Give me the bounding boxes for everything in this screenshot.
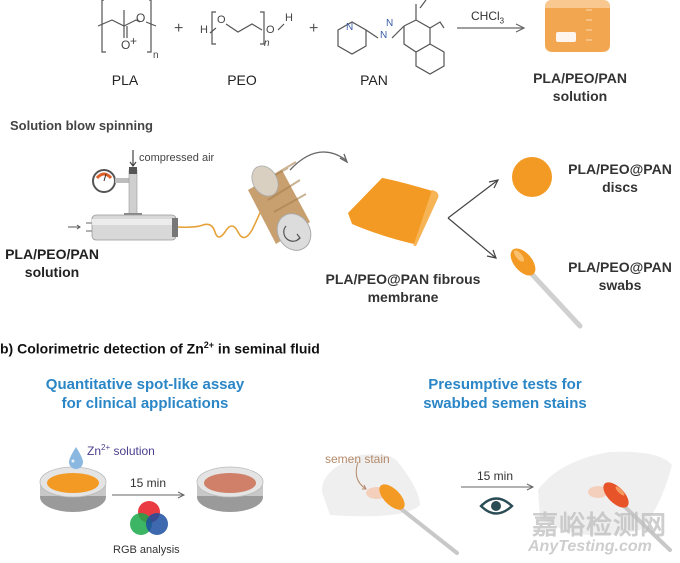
peo-subscript: n xyxy=(264,38,270,49)
peo-o-right: O xyxy=(266,24,275,36)
right-heading-line-1: Presumptive tests for xyxy=(428,376,582,393)
input-line-2: solution xyxy=(24,264,80,280)
pla-oxygen-2: O xyxy=(121,38,130,52)
swab-after xyxy=(603,482,672,552)
zn-label-sup: 2+ xyxy=(101,443,111,452)
zn-label-post: solution xyxy=(110,444,155,458)
spinning-title: Solution blow spinning xyxy=(10,118,153,133)
right-heading-line-2: swabbed semen stains xyxy=(423,395,587,412)
peo-label: PEO xyxy=(227,72,257,88)
fiber-jet xyxy=(177,207,263,239)
pla-subscript: n xyxy=(153,50,159,61)
plus-2-sign: + xyxy=(309,20,319,37)
eye-icon xyxy=(479,497,514,515)
stain-pointer-arrowhead xyxy=(362,484,367,490)
membrane-label: PLA/PEO@PAN fibrous membrane xyxy=(318,270,488,306)
section-b-title-post: in seminal fluid xyxy=(214,340,320,357)
pan-label: PAN xyxy=(360,72,388,88)
swabs-line-1: PLA/PEO@PAN xyxy=(568,259,672,275)
solvent-text: CHCl xyxy=(471,9,500,23)
pla-structure xyxy=(97,0,157,53)
time-label-left: 15 min xyxy=(130,476,167,490)
time-arrow-right xyxy=(461,483,535,491)
product-line-1: PLA/PEO/PAN xyxy=(533,70,627,86)
membrane-line-1: PLA/PEO@PAN fibrous xyxy=(325,271,481,287)
pan-n-3: N xyxy=(386,18,394,29)
pan-n-2: N xyxy=(380,30,388,41)
swabs-label: PLA/PEO@PAN swabs xyxy=(565,258,675,294)
rgb-venn-icon xyxy=(130,501,168,535)
watermark-latin: AnyTesting.com xyxy=(528,538,652,555)
rgb-analysis-label: RGB analysis xyxy=(113,544,180,556)
swab-icon xyxy=(510,248,583,329)
petri-dish-after xyxy=(196,466,264,512)
plus-1: + xyxy=(130,34,138,48)
left-heading-line-1: Quantitative spot-like assay xyxy=(45,376,245,393)
pla-oxygen-1: O xyxy=(136,11,145,25)
air-arrow-icon xyxy=(129,150,137,167)
section-b-title-sup: 2+ xyxy=(203,340,215,350)
spinning-apparatus xyxy=(86,167,178,241)
branch-arrows xyxy=(447,179,500,259)
pla-label: PLA xyxy=(111,72,139,88)
compressed-air-label: compressed air xyxy=(139,152,215,164)
curve-arrow-icon xyxy=(289,151,347,171)
product-label: PLA/PEO/PAN solution xyxy=(515,69,645,105)
solvent-label: CHCl3 xyxy=(471,9,504,25)
stain-pointer-arrow xyxy=(355,461,367,490)
time-arrow-left xyxy=(112,491,186,499)
discs-line-1: PLA/PEO@PAN xyxy=(568,161,672,177)
section-b-title-pre: b) Colorimetric detection of Zn xyxy=(0,340,204,357)
swab-before xyxy=(379,484,459,555)
collector-drum xyxy=(248,161,312,251)
reaction-arrow xyxy=(457,23,526,33)
peo-o-left: O xyxy=(217,14,226,26)
semen-stain-after xyxy=(588,486,608,498)
membrane-line-2: membrane xyxy=(367,289,439,305)
semen-stain-label: semen stain xyxy=(325,452,390,466)
time-label-right: 15 min xyxy=(477,469,514,483)
disc-icon xyxy=(512,157,552,197)
peo-h-right: H xyxy=(285,12,293,24)
right-heading: Presumptive tests for swabbed semen stai… xyxy=(385,375,625,413)
peo-structure xyxy=(209,11,285,45)
peo-h-left: H xyxy=(200,24,208,36)
membrane-icon xyxy=(348,178,439,246)
discs-line-2: discs xyxy=(602,179,638,195)
water-drop-icon xyxy=(69,447,83,469)
watermark-chinese: 嘉峪检测网 xyxy=(532,510,668,540)
input-solution-label: PLA/PEO/PAN solution xyxy=(0,245,104,281)
petri-dish-before xyxy=(39,466,107,512)
plus-1-sign: + xyxy=(174,20,184,37)
zn-solution-label: Zn2+ solution xyxy=(87,443,155,458)
input-line-1: PLA/PEO/PAN xyxy=(5,246,99,262)
pan-n-1: N xyxy=(346,22,354,33)
curve-arrowhead xyxy=(339,153,349,164)
input-arrow-icon xyxy=(68,224,81,230)
discs-label: PLA/PEO@PAN discs xyxy=(565,160,675,196)
swabs-line-2: swabs xyxy=(598,277,642,293)
left-heading-line-2: for clinical applications xyxy=(61,395,229,412)
solvent-subscript: 3 xyxy=(499,16,505,26)
pan-structure xyxy=(337,0,445,75)
product-line-2: solution xyxy=(552,88,608,104)
zn-label-pre: Zn xyxy=(87,444,102,458)
left-heading: Quantitative spot-like assay for clinica… xyxy=(20,375,270,413)
beaker-icon xyxy=(545,0,610,52)
section-b-title: b) Colorimetric detection of Zn2+ in sem… xyxy=(0,340,320,357)
